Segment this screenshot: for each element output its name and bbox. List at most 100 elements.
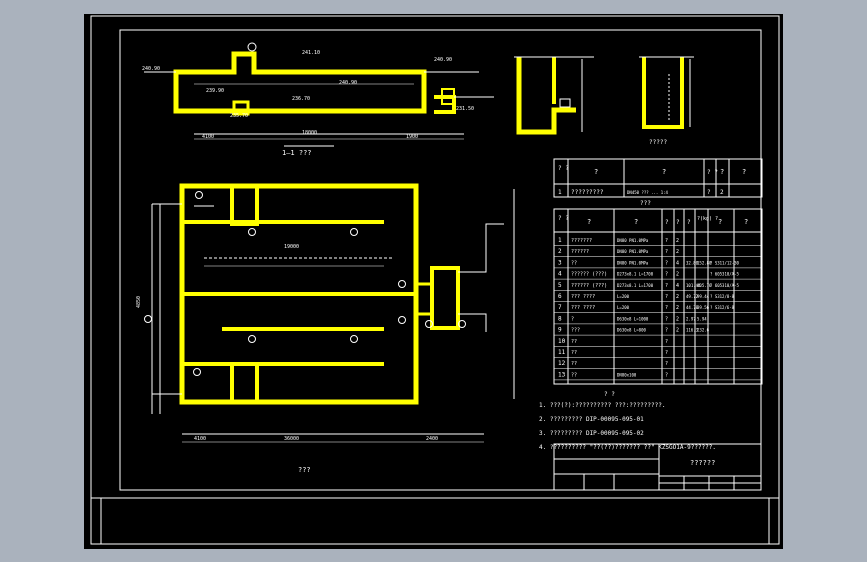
elev-h: 240.90: [434, 57, 452, 63]
table2-cell: 11: [558, 349, 566, 356]
table2-cell: ?: [665, 238, 668, 244]
cad-viewport[interactable]: 241.10 240.90 240.90 240.90 239.90 236.7…: [84, 14, 783, 549]
table2-cell: 99.44: [697, 294, 710, 299]
table2-cell: 405.76: [697, 283, 712, 288]
t2-h5: ?: [687, 219, 691, 226]
elev-a: 240.90: [142, 66, 160, 72]
t1-h0: ? ?: [558, 165, 569, 172]
table2-cell: 39.56: [697, 305, 710, 310]
elev-water: 240.90: [339, 80, 357, 86]
len-left-plan: 4100: [194, 436, 206, 442]
table2-cell: DN80x100: [617, 372, 637, 377]
plan-view: [144, 183, 515, 443]
table2-cell: 116.3: [686, 328, 699, 333]
table2-cell: ?????? (???): [571, 272, 607, 278]
title-block: [553, 443, 762, 491]
table2-cell: D273x8.1 L=1700: [617, 283, 654, 288]
t2-h6: ?(kg) ?: [697, 216, 718, 222]
detail-view-1: [514, 56, 594, 135]
table2-cell: ? S312/6-8: [710, 305, 735, 310]
table2-cell: D273x8.1 L=1700: [617, 272, 654, 277]
t1-r0-c4: 2: [720, 189, 724, 196]
table2-cell: ?: [665, 249, 668, 255]
elev-c: 236.70: [292, 96, 310, 102]
t2-h4: ?: [676, 219, 680, 226]
t1-r0-c0: 1: [558, 189, 562, 196]
table2-cell: 12: [558, 360, 566, 367]
t1-h2: ?: [662, 168, 666, 176]
table2-cell: ??: [571, 372, 577, 378]
len-r2: 2400: [426, 436, 438, 442]
table2-cell: 2: [558, 248, 562, 255]
table2-cell: ??: [571, 350, 577, 356]
table2-cell: ???: [571, 328, 580, 334]
table2-cell: ?: [665, 305, 668, 311]
table2-cell: 5: [558, 282, 562, 289]
table2-cell: 6: [558, 293, 562, 300]
elev-e: 231.50: [456, 106, 474, 112]
len-left: 4100: [202, 134, 214, 140]
table2-cell: ? 605310/A-5: [710, 272, 739, 277]
len-main: 18000: [302, 130, 317, 136]
t1-h4: ?: [720, 168, 724, 176]
t1-h5: ?: [742, 168, 746, 176]
table2-cell: ?: [665, 328, 668, 334]
t2-h2: ?: [634, 218, 638, 226]
table2-cell: 2: [676, 272, 679, 278]
table2-cell: 10: [558, 338, 566, 345]
table2-cell: ? 605310/A-5: [710, 283, 739, 288]
section-title: 1—1 ???: [282, 149, 312, 157]
t2-h3: ?: [665, 219, 669, 226]
table2-cell: D630x8 L=800: [617, 328, 646, 333]
cad-drawing: 241.10 240.90 240.90 240.90 239.90 236.7…: [90, 15, 780, 545]
t1-h3: ? ?: [707, 169, 718, 176]
notes-title: ? ?: [604, 391, 615, 398]
table2-cell: ??? ????: [571, 294, 595, 300]
drawing-name: ??????: [690, 459, 715, 467]
table2-cell: ?: [665, 350, 668, 356]
t1-title: ???: [640, 200, 651, 207]
table2-cell: D630x8 L=1000: [617, 316, 649, 321]
elev-top: 241.10: [302, 50, 320, 56]
table2: [553, 208, 763, 385]
table2-cell: ?: [665, 283, 668, 289]
t1-r0-c2: DN450 ??? ... 1:4: [627, 190, 669, 195]
table2-cell: 44.78: [686, 305, 699, 310]
note-4: 4. ?????????? "??(??)??????? ??" KZSGO1A…: [539, 444, 716, 451]
note-2: 2. ????????? DIP-00095-095-01: [539, 416, 644, 423]
table2-cell: 2: [676, 249, 679, 255]
table2-cell: ??: [571, 260, 577, 266]
table2-cell: 2: [676, 305, 679, 311]
table2-cell: 2: [676, 316, 679, 322]
note-3: 3. ????????? DIP-00095-095-02: [539, 430, 644, 437]
table2-cell: DN80 PN1.0MPa: [617, 249, 649, 254]
detail-title: ?????: [649, 139, 667, 146]
table2-cell: 8: [558, 315, 562, 322]
outer-frame: [90, 15, 780, 545]
table2-cell: ??????: [571, 249, 589, 255]
len-total: 36000: [284, 436, 299, 442]
note-1: 1. ???(?):?????????? ???:?????????.: [539, 402, 665, 409]
t2-h8: ?: [744, 218, 748, 226]
table2-cell: DN80 PN1.0MPa: [617, 238, 649, 243]
table2-cell: 5.94: [697, 316, 707, 321]
table2-cell: ?: [571, 316, 574, 322]
t2-h0: ? ?: [558, 215, 569, 222]
table2-cell: 9: [558, 327, 562, 334]
table2-cell: 3: [558, 259, 562, 266]
len-r1: 1900: [406, 134, 418, 140]
table2-cell: ??? ????: [571, 305, 595, 311]
inner-frame: [119, 29, 762, 491]
table2-cell: 4: [676, 260, 679, 266]
table2-cell: ?: [665, 260, 668, 266]
table2-cell: 49.72: [686, 294, 699, 299]
table1: [553, 158, 763, 198]
table2-cell: 232.6: [697, 328, 710, 333]
elev-b: 239.90: [206, 88, 224, 94]
table2-cell: 2: [676, 238, 679, 244]
table2-cell: 152.80: [697, 260, 712, 265]
table2-cell: ?: [665, 361, 668, 367]
plan-len: 19000: [284, 244, 299, 250]
plan-title: ???: [298, 466, 311, 474]
detail-view-2: [639, 56, 694, 129]
